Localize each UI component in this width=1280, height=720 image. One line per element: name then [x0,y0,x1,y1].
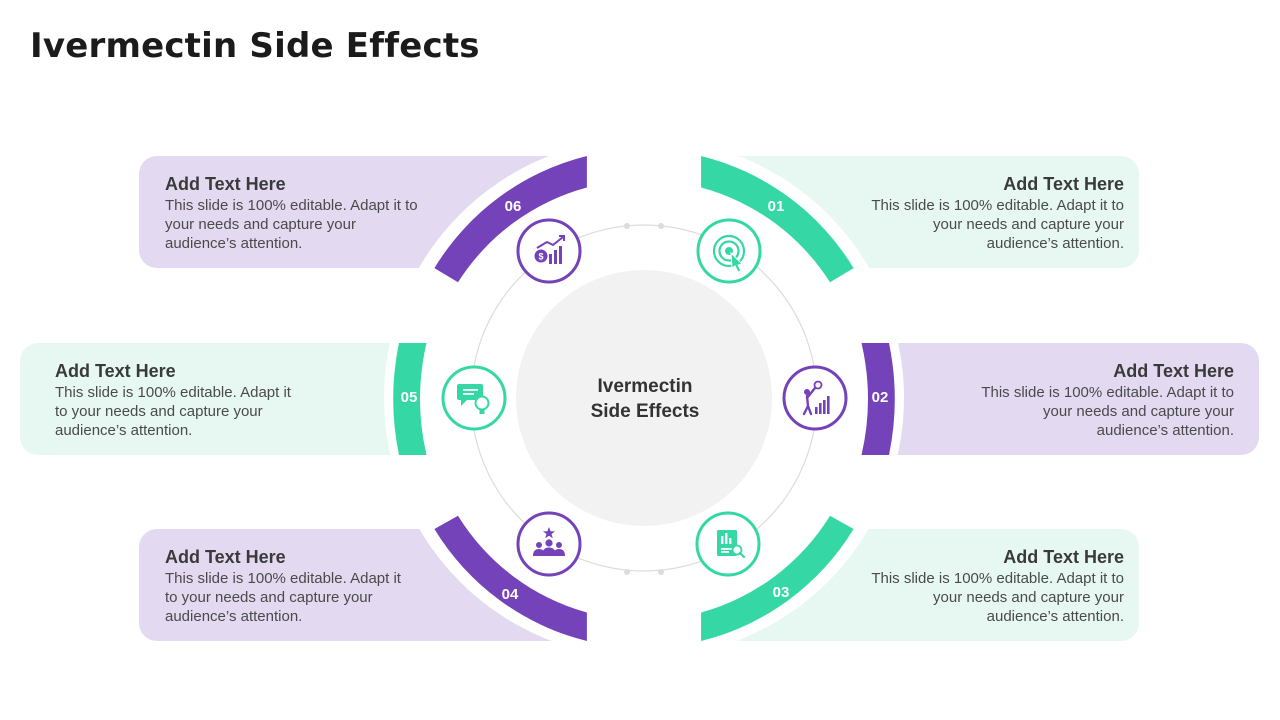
ring-dot [624,223,630,229]
item-02-body: This slide is 100% editable. Adapt it to… [981,384,1234,439]
center-circle [516,270,772,526]
center-label-line1: Ivermectin [597,376,693,397]
ring-dot [624,569,630,575]
item-03-body: This slide is 100% editable. Adapt it to… [871,570,1124,625]
arc-segment-01 [701,156,854,283]
team-star-icon [516,511,582,577]
item-03-number: 03 [773,584,790,601]
money-growth-chart-icon: $ [516,218,582,284]
ring-dot [658,223,664,229]
target-click-icon [696,218,762,284]
item-02-text: Add Text Here This slide is 100% editabl… [976,360,1234,440]
item-04-heading: Add Text Here [165,547,286,567]
ring-dot [658,569,664,575]
arc-segment-04 [434,515,587,641]
person-goal-growth-icon [782,365,848,431]
item-01-body: This slide is 100% editable. Adapt it to… [871,197,1124,252]
item-06-heading: Add Text Here [165,174,286,194]
item-05-number: 05 [401,389,418,406]
item-04-text: Add Text Here This slide is 100% editabl… [165,546,417,626]
svg-text:$: $ [538,252,543,262]
item-04-body: This slide is 100% editable. Adapt it to… [165,570,401,625]
item-01-heading: Add Text Here [1003,174,1124,194]
item-06-number: 06 [505,198,522,215]
item-03-text: Add Text Here This slide is 100% editabl… [866,546,1124,626]
item-01-number: 01 [768,198,785,215]
arc-segment-03 [701,515,854,641]
center-label-line2: Side Effects [590,401,700,422]
item-04-number: 04 [502,586,519,603]
slide-title: Ivermectin Side Effects [30,26,480,66]
arc-segment-02 [861,343,895,455]
arc-segment-05 [393,343,427,455]
item-01-text: Add Text Here This slide is 100% editabl… [866,173,1124,253]
item-06-text: Add Text Here This slide is 100% editabl… [165,173,427,253]
item-02-number: 02 [872,389,889,406]
center-label: Ivermectin Side Effects [540,374,750,424]
report-document-icon [695,511,761,577]
item-02-heading: Add Text Here [1113,361,1234,381]
item-03-heading: Add Text Here [1003,547,1124,567]
chat-idea-icon [441,365,507,431]
item-05-body: This slide is 100% editable. Adapt it to… [55,384,291,439]
item-05-heading: Add Text Here [55,361,176,381]
item-06-body: This slide is 100% editable. Adapt it to… [165,197,418,252]
item-05-text: Add Text Here This slide is 100% editabl… [55,360,307,440]
arc-segment-06 [434,156,587,283]
